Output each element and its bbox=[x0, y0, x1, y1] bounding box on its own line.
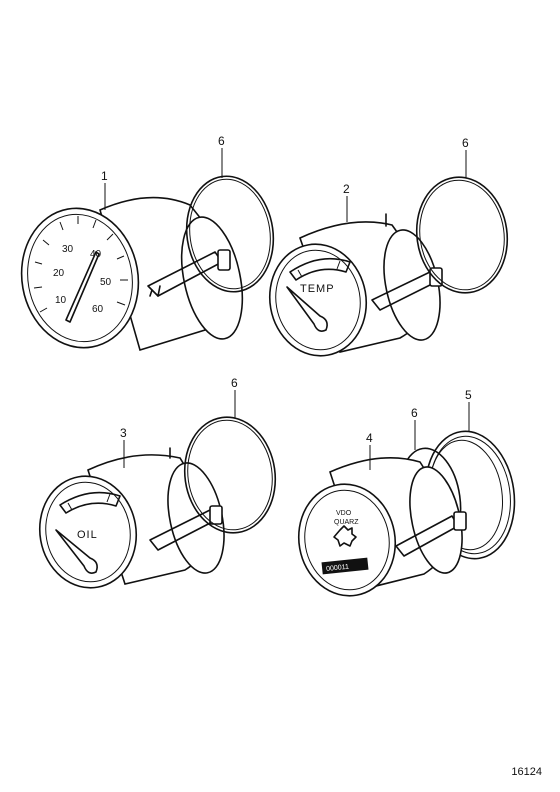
o-ring-icon-2 bbox=[415, 176, 509, 294]
callout-2: 2 bbox=[343, 182, 350, 196]
callout-6-top-left: 6 bbox=[218, 134, 225, 148]
tacho-scale-30: 30 bbox=[62, 244, 74, 255]
callout-4: 4 bbox=[366, 431, 373, 445]
tacho-scale-40: 40 bbox=[90, 249, 102, 260]
callout-5: 5 bbox=[465, 388, 472, 402]
callout-6-bottom-right: 6 bbox=[411, 406, 418, 420]
tacho-scale-60: 60 bbox=[92, 304, 104, 315]
temperature-gauge-icon bbox=[268, 213, 443, 357]
leader-lines bbox=[104, 148, 470, 470]
callout-6-top-right: 6 bbox=[462, 136, 469, 150]
hour-counter-value: 000011 bbox=[326, 564, 350, 573]
figure-reference-number: 16124 bbox=[511, 766, 542, 778]
callout-6-bottom-left: 6 bbox=[231, 376, 238, 390]
clock-brand: VDO bbox=[336, 510, 352, 517]
oil-label: OIL bbox=[77, 529, 98, 541]
tacho-scale-10: 10 bbox=[55, 295, 67, 306]
hour-counter-gauge-icon bbox=[297, 457, 467, 597]
tacho-scale-50: 50 bbox=[100, 277, 112, 288]
tacho-scale-20: 20 bbox=[53, 268, 65, 279]
oil-pressure-gauge-icon bbox=[38, 447, 225, 589]
tachometer-gauge-icon bbox=[20, 196, 244, 352]
clock-sub: QUARZ bbox=[334, 519, 359, 526]
temp-label: TEMP bbox=[300, 283, 335, 295]
callout-1: 1 bbox=[101, 169, 108, 183]
callout-3: 3 bbox=[120, 426, 127, 440]
o-ring-icon-3 bbox=[183, 416, 277, 534]
